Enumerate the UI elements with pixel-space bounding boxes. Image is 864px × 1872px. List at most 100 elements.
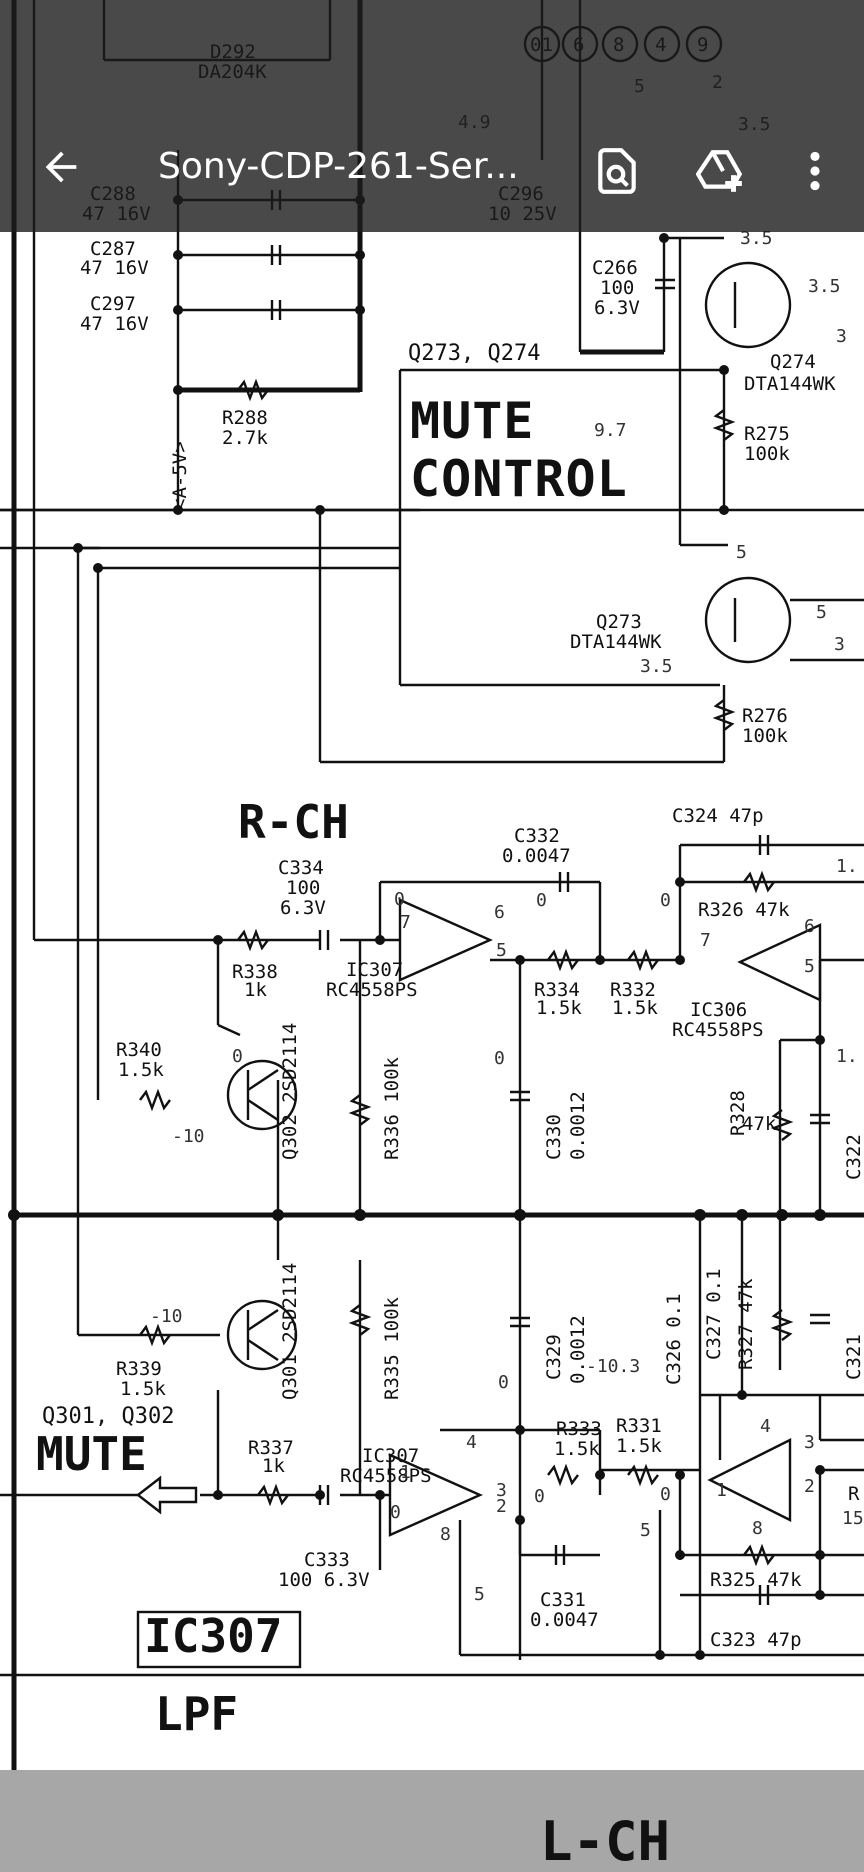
label-q274: Q274 — [770, 351, 816, 373]
label-p3a: 3 — [496, 1480, 507, 1501]
mute-arrow-icon — [136, 1475, 198, 1515]
label-c333: C333 — [304, 1549, 350, 1571]
label-c331: C331 — [540, 1589, 586, 1611]
label-r331: R331 — [616, 1415, 662, 1437]
heading-r-ch: R-CH — [238, 795, 349, 849]
label-v5b: 5 — [736, 542, 747, 563]
label-c266: C266 — [592, 257, 638, 279]
label-c331v: 0.0047 — [530, 1609, 599, 1631]
label-c323: C323 47p — [710, 1629, 802, 1651]
label-c266b: 6.3V — [594, 297, 640, 319]
label-c266a: 100 — [600, 277, 634, 299]
label-v0h: 0 — [534, 1486, 545, 1507]
label-r339v: 1.5k — [120, 1378, 166, 1400]
label-p4b: 4 — [760, 1416, 771, 1437]
label-r340v: 1.5k — [118, 1059, 164, 1081]
label-vm103: -10.3 — [586, 1356, 640, 1377]
label-c329: C329 — [543, 1334, 565, 1380]
label-r326: R326 47k — [698, 899, 790, 921]
add-to-drive-icon[interactable] — [696, 146, 746, 196]
heading-mute: MUTE — [36, 1427, 147, 1481]
label-r328v: 47k — [742, 1113, 777, 1135]
label-p8a: 8 — [440, 1524, 451, 1545]
opamp-ic307-a — [398, 898, 493, 982]
label-r335: R335 100k — [381, 1296, 403, 1400]
opamp-ic307-b — [388, 1453, 483, 1537]
label-v0g: 0 — [390, 1502, 401, 1523]
label-r332v: 1.5k — [612, 997, 658, 1019]
label-v97: 9.7 — [594, 420, 627, 441]
search-document-icon[interactable] — [592, 146, 642, 196]
label-c326: C326 0.1 — [663, 1293, 685, 1385]
transistor-q274 — [704, 261, 792, 349]
label-r333v: 1.5k — [554, 1438, 600, 1460]
label-v1b: 1. — [836, 856, 858, 877]
label-v0b: 0 — [536, 890, 547, 911]
label-pin3a: 3 — [836, 326, 847, 347]
label-r340: R340 — [116, 1039, 162, 1061]
document-title: Sony-CDP-261-Ser... — [158, 146, 519, 187]
opamp-ic306-b — [707, 1438, 792, 1522]
transistor-q301 — [226, 1299, 298, 1371]
label-r288v: 2.7k — [222, 427, 268, 449]
label-ic307b: IC307 — [362, 1445, 419, 1467]
label-p6b: 6 — [804, 916, 815, 937]
label-rc4558b: RC4558PS — [672, 1019, 764, 1041]
label-ic306: IC306 — [690, 999, 747, 1021]
label-r325: R325 47k — [710, 1569, 802, 1591]
label-rr: R — [848, 1483, 860, 1505]
label-r334v: 1.5k — [536, 997, 582, 1019]
heading-mute-control: MUTE — [410, 392, 534, 450]
heading-ic307: IC307 — [144, 1609, 282, 1663]
label-c327: C327 0.1 — [703, 1268, 725, 1360]
label-r339: R339 — [116, 1358, 162, 1380]
label-p3b: 3 — [804, 1432, 815, 1453]
label-dta144wk2: DTA144WK — [570, 631, 662, 653]
label-r331v: 1.5k — [616, 1435, 662, 1457]
label-a5v: <A-5V> — [169, 441, 191, 510]
label-p6a: 6 — [494, 902, 505, 923]
label-v35d: 3.5 — [640, 656, 673, 677]
label-p2b: 2 — [804, 1476, 815, 1497]
l-ch-band: L-CH — [0, 1770, 864, 1872]
ic307-frame — [136, 1610, 302, 1669]
label-r338: R338 — [232, 961, 278, 983]
label-c334: C334 — [278, 857, 324, 879]
label-vm10a: -10 — [172, 1126, 205, 1147]
label-r276: R276 — [742, 705, 788, 727]
label-r334: R334 — [534, 979, 580, 1001]
label-p1b: 1 — [716, 1480, 727, 1501]
label-c334b: 6.3V — [280, 897, 326, 919]
transistor-q302 — [226, 1059, 298, 1131]
schematic-headings: MUTE CONTROL R-CH MUTE IC307 LPF Q273, Q… — [36, 341, 627, 1741]
label-v0a: 0 — [394, 889, 405, 910]
label-p8b: 8 — [752, 1518, 763, 1539]
label-c330v: 0.0012 — [567, 1091, 589, 1160]
label-ic307a: IC307 — [346, 959, 403, 981]
label-rc4558c: RC4558PS — [340, 1465, 432, 1487]
arrow-left-icon[interactable] — [38, 144, 84, 190]
label-p5a: 5 — [496, 940, 507, 961]
label-q301: Q301 2SD2114 — [279, 1263, 301, 1400]
op-amp-symbols — [388, 898, 822, 1537]
more-vert-icon[interactable] — [790, 146, 840, 196]
label-q273-q274: Q273, Q274 — [408, 341, 540, 366]
label-v0d: 0 — [232, 1046, 243, 1067]
label-q302: Q302 2SD2114 — [279, 1023, 301, 1160]
label-v15: 15 — [842, 1508, 864, 1529]
label-c330: C330 — [543, 1114, 565, 1160]
label-r275: R275 — [744, 423, 790, 445]
label-r337v: 1k — [262, 1455, 285, 1477]
label-c333v: 100 6.3V — [278, 1569, 370, 1591]
opamp-ic306-a — [737, 923, 822, 1002]
label-r276v: 100k — [742, 725, 788, 747]
label-v0f: 0 — [498, 1372, 509, 1393]
label-r337: R337 — [248, 1437, 294, 1459]
label-v1a: 1. — [836, 1046, 858, 1067]
label-c329v: 0.0012 — [567, 1315, 589, 1384]
label-v5e: 5 — [640, 1520, 651, 1541]
label-v5d: 5 — [474, 1584, 485, 1605]
label-p7a: 7 — [400, 912, 411, 933]
